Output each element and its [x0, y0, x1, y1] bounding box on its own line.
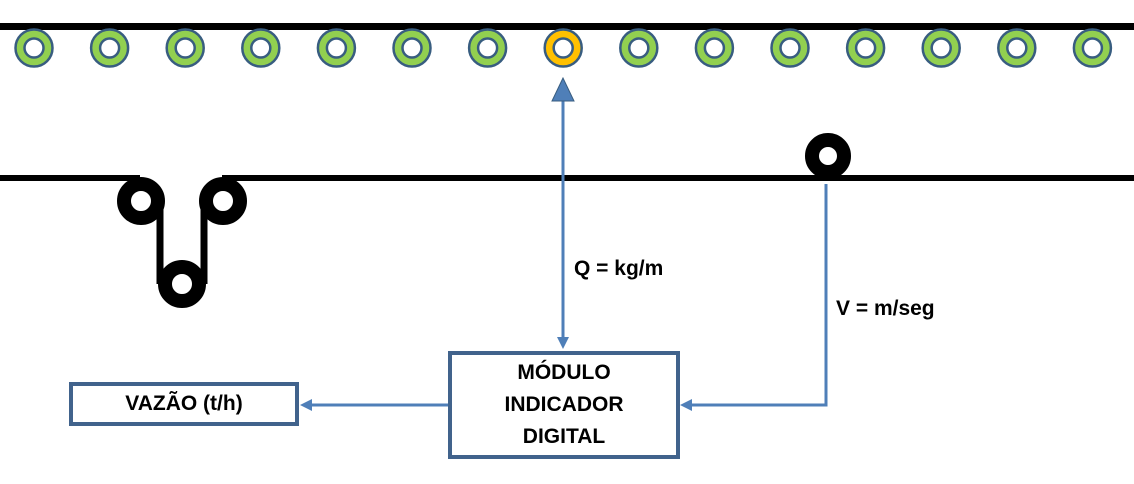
idler-roller: [922, 29, 960, 67]
roller-outline: [845, 28, 886, 68]
idler-roller: [620, 29, 658, 67]
roller-hub: [854, 37, 877, 59]
roller-hub: [779, 37, 801, 59]
arrow-up-icon: [551, 76, 575, 102]
speed-label: V = m/seg: [836, 297, 935, 320]
roller-hub: [703, 37, 726, 59]
roller-outline: [89, 28, 130, 68]
idler-roller: [695, 29, 733, 67]
roller-hub: [1006, 37, 1028, 59]
roller-outline: [694, 28, 735, 68]
idler-roller: [847, 29, 885, 67]
roller-outline: [14, 28, 54, 68]
take-up-pulley-bottom: [158, 260, 206, 308]
idler-roller: [15, 29, 53, 67]
flow-rate-output: VAZÃO (t/h): [69, 382, 299, 426]
return-belt-left: [0, 175, 140, 181]
roller-hub: [628, 37, 650, 59]
arrow-left-icon: [680, 399, 692, 411]
roller-outline: [921, 28, 961, 68]
idler-roller: [317, 29, 355, 67]
arrow-left-icon: [300, 399, 312, 411]
roller-hub: [250, 37, 272, 59]
flow-rate-label: VAZÃO (t/h): [125, 392, 243, 415]
roller-outline: [543, 28, 583, 68]
roller-hub: [401, 37, 423, 59]
module-line-3: DIGITAL: [522, 425, 606, 448]
idler-roller: [1073, 29, 1111, 67]
idler-roller: [998, 29, 1036, 67]
roller-hub: [930, 37, 952, 59]
speed-connector: [680, 184, 828, 411]
take-up-pulley-left: [117, 177, 165, 225]
roller-hub: [552, 37, 574, 59]
roller-outline: [619, 28, 659, 68]
idler-roller: [242, 29, 280, 67]
idler-roller: [393, 29, 431, 67]
roller-outline: [316, 28, 357, 68]
roller-outline: [770, 28, 810, 68]
roller-hub: [23, 37, 45, 59]
roller-hub: [174, 37, 196, 59]
output-connector: [300, 399, 448, 411]
roller-outline: [997, 28, 1037, 68]
return-belt-right: [222, 175, 1134, 181]
top-belt-line: [0, 23, 1134, 30]
roller-outline: [392, 28, 432, 68]
load-label: Q = kg/m: [574, 257, 664, 280]
take-up-pulley-right: [199, 177, 247, 225]
roller-hub: [98, 37, 121, 59]
roller-outline: [241, 28, 281, 68]
weighing-roller: [544, 29, 582, 67]
arrow-down-icon: [557, 337, 569, 349]
roller-hub: [325, 37, 348, 59]
digital-indicator-module: MÓDULO INDICADOR DIGITAL: [448, 351, 680, 459]
load-connector: [551, 76, 575, 349]
roller-outline: [1072, 28, 1113, 68]
roller-hub: [1081, 37, 1104, 59]
idler-roller: [166, 29, 204, 67]
module-line-1: MÓDULO: [517, 361, 611, 384]
roller-outline: [467, 28, 508, 68]
speed-sensor-pulley: [805, 133, 851, 179]
roller-hub: [476, 37, 499, 59]
idler-roller: [91, 29, 129, 67]
idler-roller: [469, 29, 507, 67]
module-line-2: INDICADOR: [504, 393, 624, 416]
roller-outline: [165, 28, 205, 68]
idler-roller: [771, 29, 809, 67]
idler-rollers: [14, 28, 1113, 68]
take-up-assembly: [117, 177, 247, 308]
